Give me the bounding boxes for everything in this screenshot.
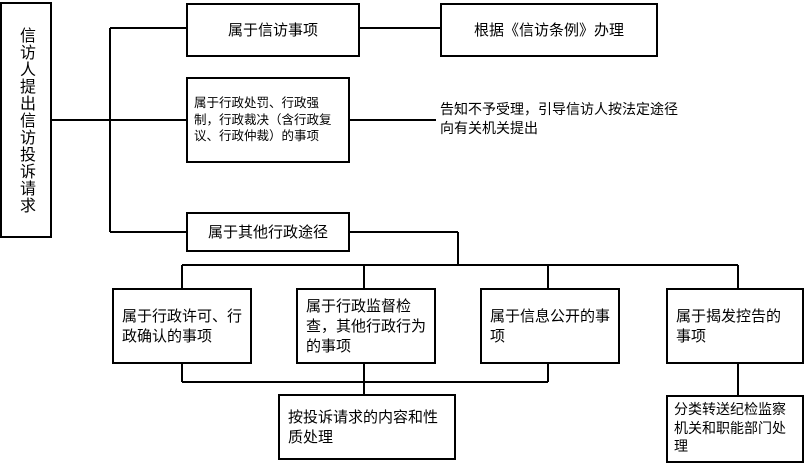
item-label-license: 属于行政许可、行政确认的事项 — [122, 306, 243, 345]
petition-label: 属于信访事项 — [227, 20, 318, 39]
root-box: 信访人提出信访投诉请求 — [0, 2, 52, 238]
admin-action-result-label: 告知不予受理，引导信访人按法定途径向有关机关提出 — [440, 102, 678, 137]
admin-action-result-text: 告知不予受理，引导信访人按法定途径向有关机关提出 — [440, 96, 688, 144]
item-box-report: 属于揭发控告的事项 — [666, 288, 804, 364]
item-box-supervision: 属于行政监督检查，其他行政行为的事项 — [296, 288, 436, 364]
petition-result-label: 根据《信访条例》办理 — [473, 20, 624, 39]
report-result-box: 分类转送纪检监察机关和职能部门处理 — [666, 395, 804, 463]
merge-result-box: 按投诉请求的内容和性质处理 — [278, 394, 456, 460]
item-label-report: 属于揭发控告的事项 — [676, 306, 782, 345]
admin-action-label: 属于行政处罚、行政强制，行政裁决（含行政复议、行政仲裁）的事项 — [194, 94, 332, 144]
petition-result-box: 根据《信访条例》办理 — [440, 3, 658, 57]
other-route-box: 属于其他行政途径 — [186, 212, 350, 252]
other-route-label: 属于其他行政途径 — [207, 222, 328, 241]
root-label: 信访人提出信访投诉请求 — [17, 26, 36, 214]
item-label-disclosure: 属于信息公开的事项 — [490, 306, 611, 345]
admin-action-box: 属于行政处罚、行政强制，行政裁决（含行政复议、行政仲裁）的事项 — [186, 77, 350, 163]
petition-box: 属于信访事项 — [186, 3, 360, 57]
report-result-label: 分类转送纪检监察机关和职能部门处理 — [674, 401, 786, 456]
item-label-supervision: 属于行政监督检查，其他行政行为的事项 — [306, 296, 427, 356]
item-box-disclosure: 属于信息公开的事项 — [480, 288, 620, 364]
item-box-license: 属于行政许可、行政确认的事项 — [112, 288, 252, 364]
merge-result-label: 按投诉请求的内容和性质处理 — [288, 407, 439, 446]
